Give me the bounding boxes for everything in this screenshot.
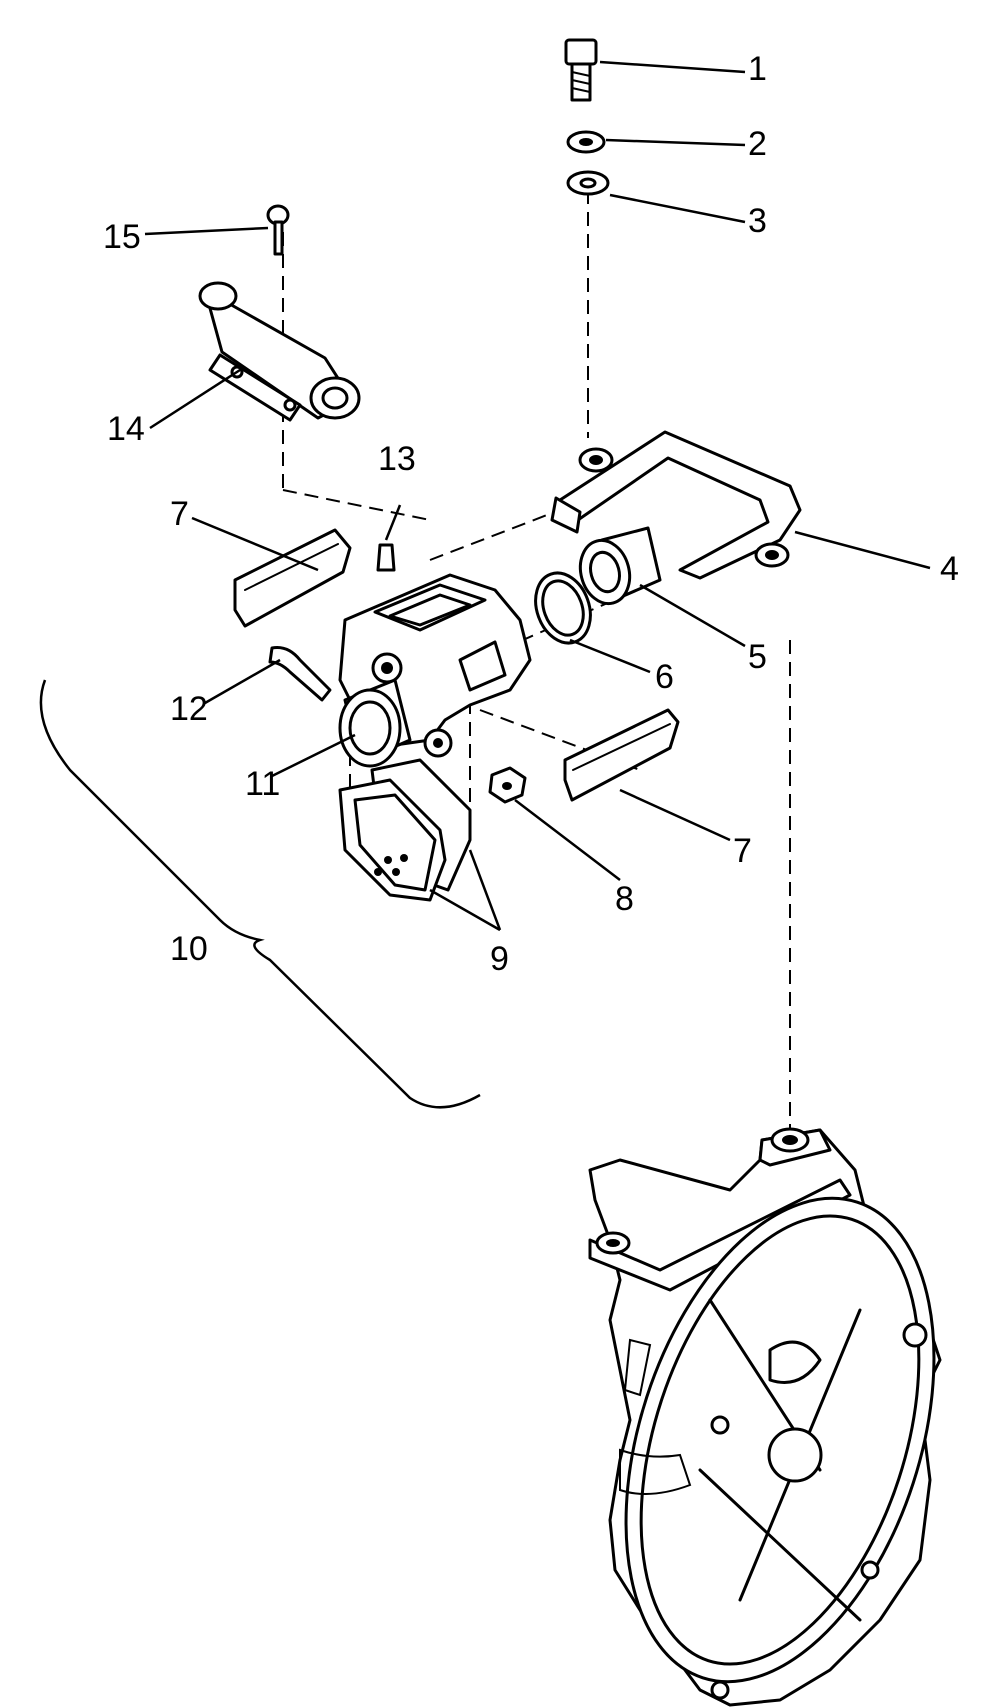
leader-lines bbox=[144, 60, 931, 932]
assembly-brace-part-10 bbox=[39, 679, 481, 1109]
chaincase-housing bbox=[588, 1127, 942, 1707]
callout-2: 2 bbox=[748, 125, 767, 163]
flat-washer-part-3 bbox=[566, 170, 610, 196]
brake-pads-part-9 bbox=[338, 758, 472, 902]
callout-4: 4 bbox=[940, 550, 959, 588]
callout-15: 15 bbox=[103, 218, 141, 256]
nut-part-8 bbox=[488, 766, 527, 804]
elbow-fitting-part-14 bbox=[198, 281, 361, 422]
callout-3: 3 bbox=[748, 202, 767, 240]
callout-11: 11 bbox=[245, 765, 280, 803]
callout-6: 6 bbox=[655, 658, 674, 696]
o-ring-part-6 bbox=[534, 571, 592, 645]
piston-housing-part-11 bbox=[338, 678, 412, 768]
callout-7-lower: 7 bbox=[733, 832, 752, 870]
callout-12: 12 bbox=[170, 690, 208, 728]
callout-7-upper: 7 bbox=[170, 495, 189, 533]
bleeder-part-13 bbox=[376, 543, 396, 572]
bracket-part-4 bbox=[550, 430, 802, 580]
callout-labels: 1 2 3 4 5 6 7 7 8 9 10 11 12 13 14 15 bbox=[103, 50, 959, 978]
brake-line-part-12 bbox=[268, 646, 332, 702]
callout-14: 14 bbox=[107, 410, 145, 448]
callout-9: 9 bbox=[490, 940, 509, 978]
shim-part-7-upper bbox=[233, 528, 352, 628]
lock-washer-part-2 bbox=[566, 130, 606, 154]
callout-13: 13 bbox=[378, 440, 416, 478]
callout-1: 1 bbox=[748, 50, 767, 88]
callout-5: 5 bbox=[748, 638, 767, 676]
shim-part-7-lower bbox=[563, 708, 680, 802]
bolt-part-1 bbox=[564, 38, 598, 102]
sleeve-part-5 bbox=[578, 526, 662, 606]
callout-8: 8 bbox=[615, 880, 634, 918]
screw-part-15 bbox=[266, 204, 290, 256]
callout-10: 10 bbox=[170, 930, 208, 968]
